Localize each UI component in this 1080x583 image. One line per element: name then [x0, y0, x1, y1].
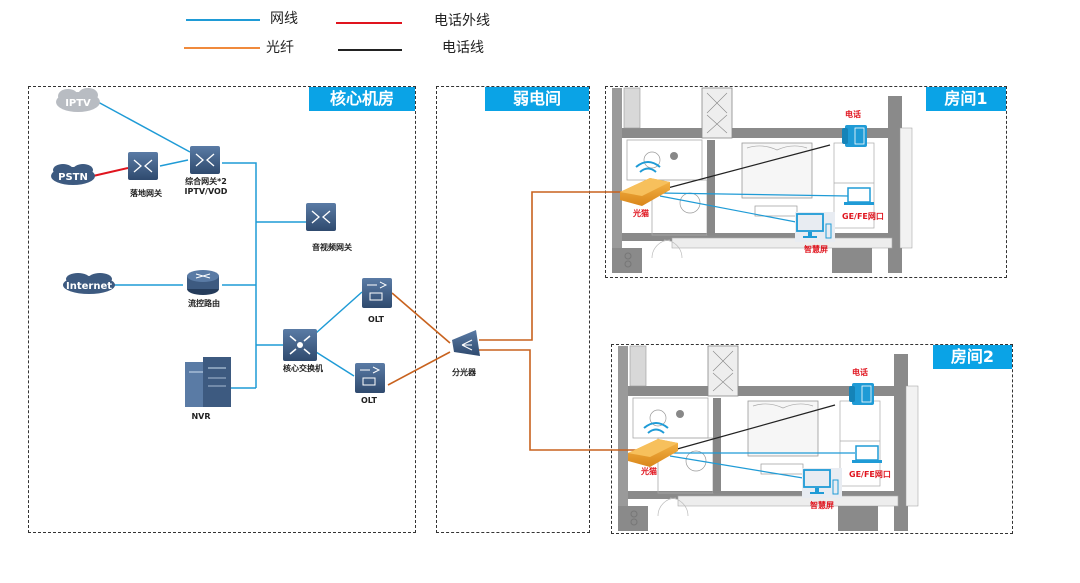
legend-line-fiber: [184, 47, 260, 49]
zone-room2-title: 房间2: [933, 345, 1012, 369]
integrated-gateway-icon: [190, 146, 220, 174]
room2-smart-screen-label: 智慧屏: [810, 501, 834, 510]
connection-phone-external: [92, 167, 129, 177]
flow-router-label: 流控路由: [188, 299, 220, 308]
room1-phone-icon: [842, 125, 867, 147]
internet-cloud-icon: Internet: [63, 273, 115, 294]
legend-label-phone-external: 电话外线: [434, 13, 490, 29]
legend-line-ethernet: [186, 19, 260, 21]
legend-label-phone: 电话线: [442, 40, 484, 56]
room2-laptop-icon: [852, 445, 882, 463]
flow-router-icon: [187, 270, 219, 295]
room1-connections: [659, 144, 849, 223]
room2-phone-label: 电话: [852, 368, 868, 377]
room2-onu-icon: [628, 439, 678, 467]
legend-label-ethernet: 网线: [270, 11, 298, 27]
room1-onu-icon: [620, 178, 670, 206]
integrated-gateway-label-line1: 综合网关*2: [185, 177, 227, 186]
olt-bottom-icon: [355, 363, 385, 393]
room2-smart-screen-icon: [802, 468, 842, 498]
landing-gateway-label: 落地网关: [130, 189, 162, 198]
olt-bottom-label: OLT: [360, 396, 378, 405]
room1-ethernet-port-label: GE/FE网口: [842, 212, 884, 221]
pstn-cloud-icon: PSTN: [51, 164, 95, 185]
room2-wifi-icon: [643, 422, 669, 434]
svg-text:IPTV: IPTV: [65, 98, 91, 109]
room1-laptop-icon: [844, 187, 874, 205]
room2-phone-icon: [849, 383, 874, 405]
zone-core-room-title: 核心机房: [309, 87, 415, 111]
zone-core-room: [28, 86, 416, 533]
zone-room1: [605, 86, 1007, 278]
nvr-icon: [185, 357, 231, 407]
nvr-label: NVR: [191, 412, 211, 421]
connections-ethernet: [80, 101, 363, 389]
olt-top-label: OLT: [367, 315, 385, 324]
room2-connections: [669, 404, 855, 479]
legend-label-fiber: 光纤: [266, 40, 294, 56]
zone-room1-title: 房间1: [926, 87, 1006, 111]
room1-phone-label: 电话: [845, 110, 861, 119]
zone-weak-room: [436, 86, 590, 533]
legend-line-phone: [338, 49, 402, 51]
integrated-gateway-label-line2: IPTV/VOD: [184, 187, 228, 196]
landing-gateway-icon: [128, 152, 158, 180]
splitter-icon: [452, 330, 480, 356]
olt-top-icon: [362, 278, 392, 308]
av-gateway-label: 音视频网关: [312, 243, 352, 252]
integrated-gateway-label: 综合网关*2 IPTV/VOD: [176, 177, 236, 197]
room1-onu-label: 光猫: [633, 209, 649, 218]
room1-wifi-icon: [635, 161, 661, 173]
core-switch-label: 核心交换机: [283, 364, 323, 373]
splitter-label: 分光器: [452, 368, 476, 377]
svg-text:PSTN: PSTN: [58, 172, 88, 183]
iptv-cloud-icon: IPTV: [56, 88, 100, 112]
room2-floorplan: [617, 345, 919, 532]
zone-weak-room-title: 弱电间: [485, 87, 589, 111]
room2-onu-label: 光猫: [641, 467, 657, 476]
room1-smart-screen-icon: [795, 212, 835, 242]
av-gateway-icon: [306, 203, 336, 231]
connections-fiber: [387, 191, 640, 451]
room1-smart-screen-label: 智慧屏: [804, 245, 828, 254]
room2-ethernet-port-label: GE/FE网口: [849, 470, 891, 479]
legend-line-phone-external: [336, 22, 402, 24]
core-switch-icon: [283, 329, 317, 361]
zone-room2: [611, 344, 1013, 534]
svg-text:Internet: Internet: [66, 281, 112, 292]
